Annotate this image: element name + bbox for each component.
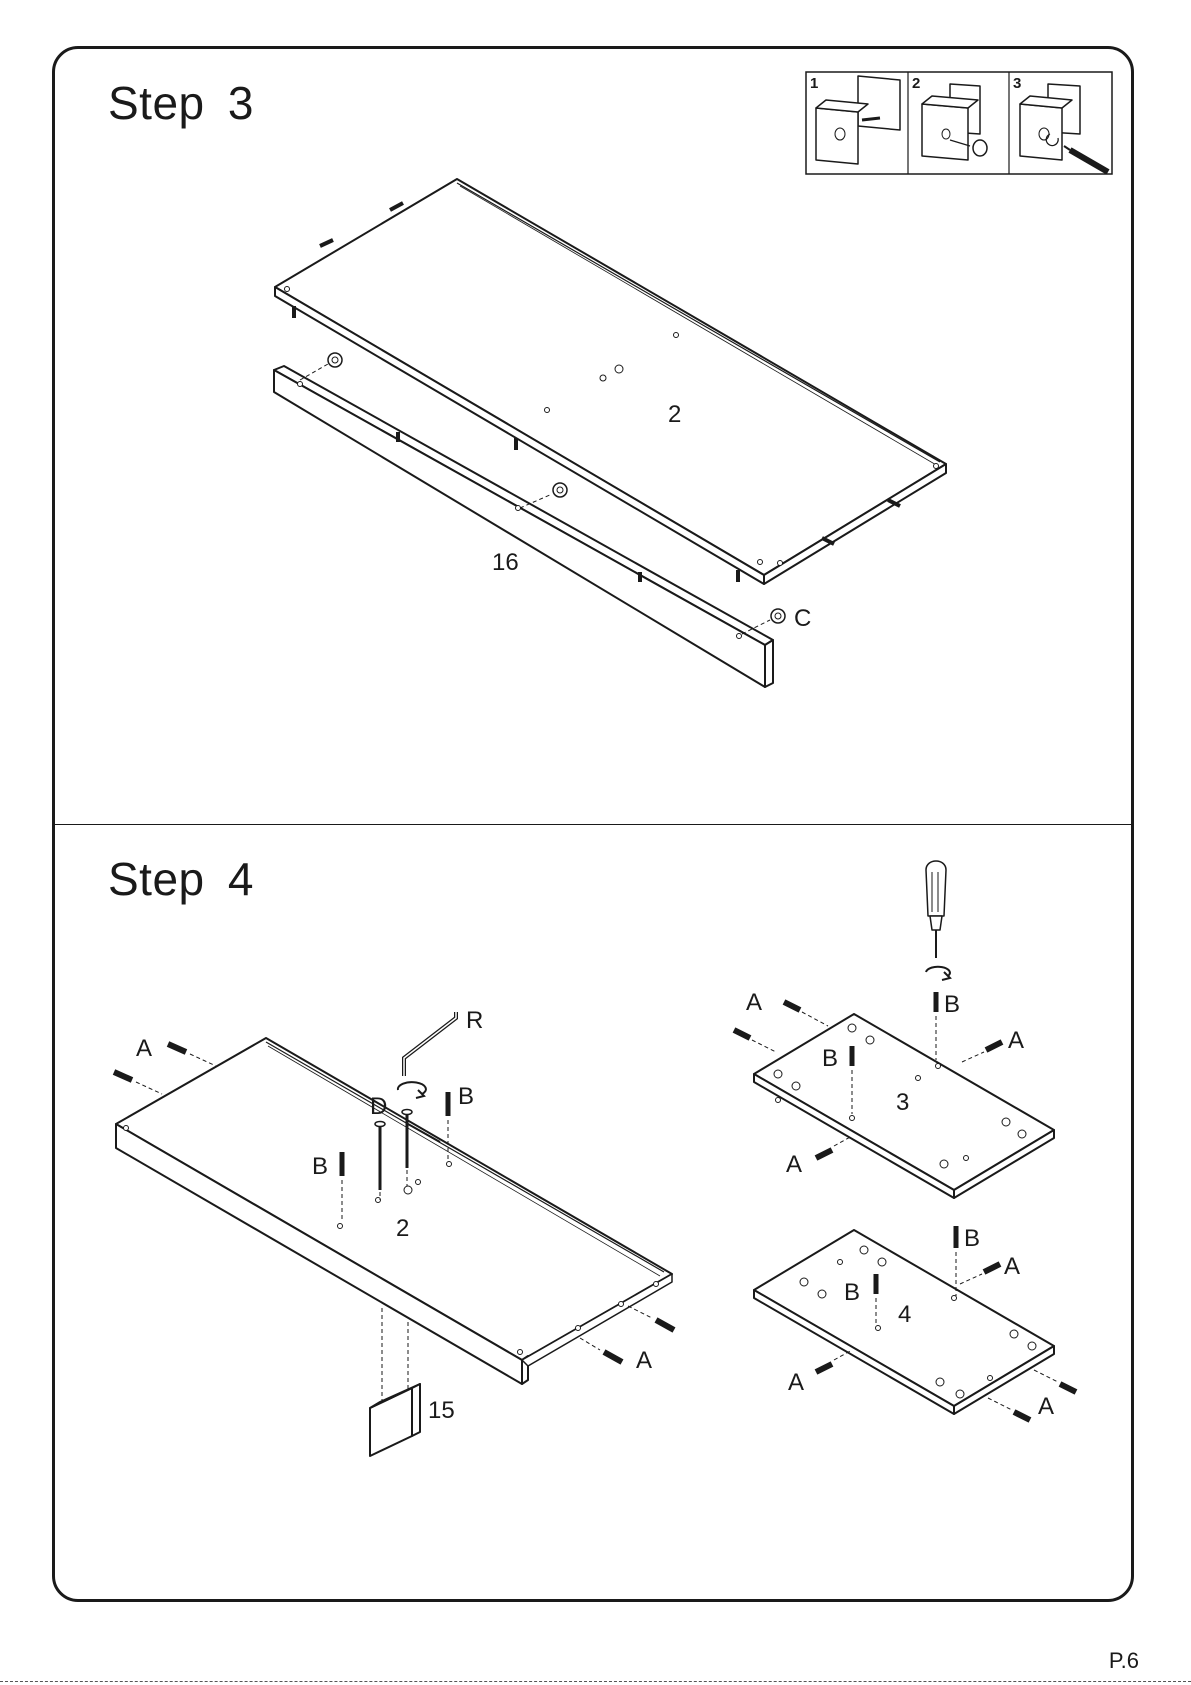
step4-panel-3 xyxy=(734,861,1054,1198)
label-dowel-a-right: A xyxy=(636,1347,652,1374)
label-cam-bolt-b-p3-top: B xyxy=(944,991,960,1018)
inset-step-3: 3 xyxy=(1013,75,1021,92)
label-dowel-a-p3-bottom: A xyxy=(786,1151,802,1178)
inset-step-1: 1 xyxy=(810,75,818,92)
label-foot-15: 15 xyxy=(428,1397,455,1424)
label-cam-bolt-b-top: B xyxy=(458,1083,474,1110)
label-wrench-r: R xyxy=(466,1007,483,1034)
label-panel-3: 3 xyxy=(896,1089,909,1116)
label-cam-bolt-b-p4-mid: B xyxy=(844,1279,860,1306)
label-dowel-a-p4-left: A xyxy=(788,1369,804,1396)
inset-step-2: 2 xyxy=(912,75,920,92)
label-cam-bolt-b-left: B xyxy=(312,1153,328,1180)
label-cam-bolt-b-p4-top: B xyxy=(964,1225,980,1252)
bottom-cut-line xyxy=(0,1681,1191,1682)
label-dowel-a-p4-right: A xyxy=(1004,1253,1020,1280)
cam-lock-inset: 1 2 3 xyxy=(806,72,1112,174)
label-dowel-a-left: A xyxy=(136,1035,152,1062)
label-rail-16: 16 xyxy=(492,549,519,576)
step4-panel-2 xyxy=(114,1012,674,1456)
label-panel-4: 4 xyxy=(898,1301,911,1328)
label-top-panel-2: 2 xyxy=(668,401,681,428)
label-cam-lock-c: C xyxy=(794,605,811,632)
label-cam-bolt-b-p3-mid: B xyxy=(822,1045,838,1072)
label-panel-2: 2 xyxy=(396,1215,409,1242)
label-dowel-a-p4-bottom: A xyxy=(1038,1393,1054,1420)
label-screw-d: D xyxy=(370,1093,387,1120)
page-number: P.6 xyxy=(1109,1648,1139,1674)
label-dowel-a-p3-top: A xyxy=(746,989,762,1016)
label-dowel-a-p3-right: A xyxy=(1008,1027,1024,1054)
step3-top-panel xyxy=(275,179,946,584)
